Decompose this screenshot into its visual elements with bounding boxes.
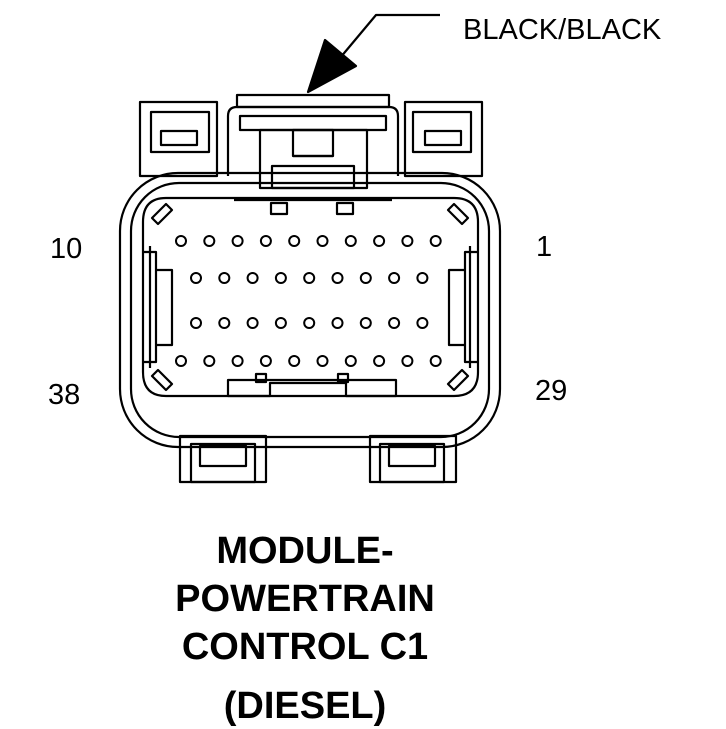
connector-title-line-4: (DIESEL)	[223, 685, 387, 727]
pin-cavity	[344, 235, 357, 247]
pin-cavity	[373, 235, 386, 247]
pin-cavity	[259, 355, 272, 367]
pin-label-bottom-left: 38	[48, 379, 81, 411]
pin-cavity	[429, 355, 442, 367]
pin-cavity	[218, 317, 231, 329]
connector-title-line-3: CONTROL C1	[181, 626, 429, 668]
pin-label-bottom-right: 29	[535, 375, 568, 407]
pin-cavity	[190, 317, 202, 329]
connector-title-line-2: POWERTRAIN	[175, 578, 435, 620]
pin-cavity	[246, 317, 259, 329]
pin-cavity	[190, 272, 202, 284]
pin-cavity	[359, 272, 372, 284]
pin-cavity	[175, 235, 187, 247]
wire-color-label: BLACK/BLACK	[463, 14, 662, 46]
pin-cavity	[203, 235, 216, 247]
pin-cavity	[218, 272, 231, 284]
pin-label-top-left: 10	[50, 233, 83, 265]
pin-cavity	[203, 355, 216, 367]
pin-cavity	[429, 235, 442, 247]
pin-cavity	[388, 272, 401, 284]
connector-title-line-1: MODULE-	[216, 530, 394, 572]
pin-cavity	[331, 317, 344, 329]
pin-cavity	[331, 272, 344, 284]
pin-cavity	[231, 235, 244, 247]
pin-grid	[175, 235, 442, 367]
pin-cavity	[373, 355, 386, 367]
pin-cavity	[175, 355, 187, 367]
pin-cavity	[274, 317, 287, 329]
pin-cavity	[401, 235, 414, 247]
pin-cavity	[359, 317, 372, 329]
pin-cavity	[288, 355, 301, 367]
pin-cavity	[416, 317, 429, 329]
pin-cavity	[303, 317, 316, 329]
pin-cavity	[388, 317, 401, 329]
pin-cavity	[303, 272, 316, 284]
pin-cavity	[231, 355, 244, 367]
pin-cavity	[288, 235, 301, 247]
pin-cavity	[274, 272, 287, 284]
callout-arrow	[306, 13, 440, 94]
pin-cavity	[246, 272, 259, 284]
pin-cavity	[401, 355, 414, 367]
pin-cavity	[316, 355, 329, 367]
pin-cavity	[416, 272, 429, 284]
pin-label-top-right: 1	[536, 231, 553, 263]
pin-cavity	[259, 235, 272, 247]
pin-cavity	[344, 355, 357, 367]
pin-cavity	[316, 235, 329, 247]
connector-body	[118, 93, 502, 484]
